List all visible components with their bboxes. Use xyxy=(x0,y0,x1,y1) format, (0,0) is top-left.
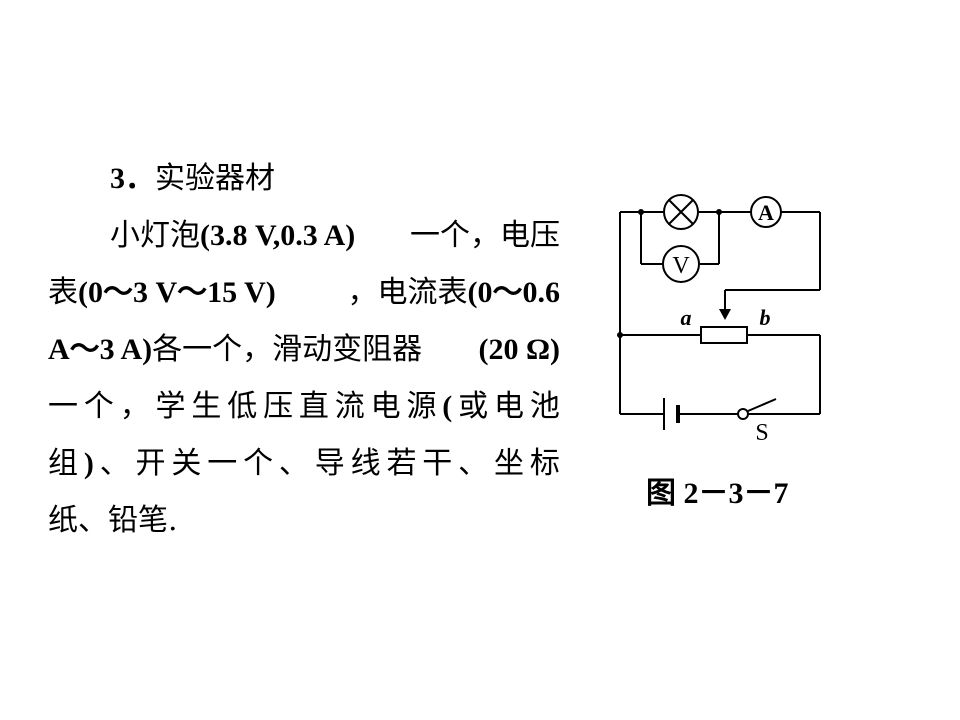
text-char: 压 xyxy=(263,389,294,424)
text-char: 学 xyxy=(155,389,186,424)
junction-dot xyxy=(716,209,722,215)
text-char: 、 xyxy=(99,446,130,481)
text-char: 组 xyxy=(48,446,78,481)
section-number: 3． xyxy=(110,162,155,195)
text-bulb: 小灯泡 xyxy=(110,218,200,253)
text-char: 线 xyxy=(350,446,381,481)
text-char: 池 xyxy=(529,389,560,424)
text-char: 源 xyxy=(406,389,437,424)
switch-contact xyxy=(737,408,749,420)
text-char: ( xyxy=(442,390,453,423)
text-char: 标 xyxy=(529,446,560,481)
circuit-diagram: A V a b S xyxy=(617,194,821,446)
text-char: ) xyxy=(83,447,94,480)
junction-dot xyxy=(617,332,623,338)
lamp-icon xyxy=(663,194,699,230)
rheostat-icon xyxy=(700,326,748,344)
text-char: 、 xyxy=(278,446,309,481)
text-char: 、 xyxy=(458,446,489,481)
text-char: 流 xyxy=(334,389,365,424)
paragraph-line-6: 纸、铅笔. xyxy=(48,503,178,538)
rheostat-end-b: b xyxy=(760,305,771,330)
text-char: 干 xyxy=(422,446,453,481)
figure-caption: 图 2－3－7 xyxy=(646,468,789,512)
text-char: 坐 xyxy=(493,446,524,481)
text-char: 一 xyxy=(48,389,78,424)
voltmeter-label: V xyxy=(672,253,690,279)
text-char: 关 xyxy=(171,446,202,481)
text-char: 直 xyxy=(298,389,329,424)
paragraph-line-1: 小灯泡(3.8 V,0.3 A) 一个，电压 xyxy=(48,207,560,264)
materials-text: 3．实验器材 小灯泡(3.8 V,0.3 A) 一个，电压 表(0～3 V～15… xyxy=(48,150,560,549)
ammeter-label: A xyxy=(758,200,774,225)
text-char: 生 xyxy=(191,389,222,424)
text-char: 导 xyxy=(314,446,345,481)
text-char: 电 xyxy=(493,389,524,424)
section-title: 实验器材 xyxy=(155,161,275,196)
text-char: 若 xyxy=(386,446,417,481)
ammeter-range-start: (0～0.6 xyxy=(467,276,561,309)
text-char: ， xyxy=(119,389,150,424)
text-char: 低 xyxy=(227,389,258,424)
paragraph-line-5: 组)、开关一个、导线若干、坐标 xyxy=(48,435,560,492)
text-one-voltage: 一个，电压 xyxy=(410,218,560,253)
ammeter-icon xyxy=(750,196,782,228)
slider-arrow-icon xyxy=(719,309,731,320)
text-char: 个 xyxy=(83,389,114,424)
battery-icon xyxy=(663,398,680,430)
rheostat-end-a: a xyxy=(681,305,692,330)
text-char: 个 xyxy=(243,446,274,481)
junction-dot xyxy=(638,209,644,215)
text-rheostat: 各一个，滑动变阻器 xyxy=(152,332,423,367)
text-ammeter: ，电流表 xyxy=(347,275,468,310)
text-meter: 表 xyxy=(48,275,78,310)
section-heading: 3．实验器材 xyxy=(48,150,560,207)
voltmeter-icon xyxy=(662,245,700,283)
figure-caption-text: 图 2－3－7 xyxy=(646,477,789,510)
rheostat-spec: (20 Ω) xyxy=(478,333,560,366)
voltmeter-range: (0～3 V～15 V) xyxy=(78,276,276,309)
paragraph-line-4: 一个，学生低压直流电源(或电池 xyxy=(48,378,560,435)
text-char: 或 xyxy=(458,389,489,424)
switch-label: S xyxy=(755,420,768,446)
text-char: 一 xyxy=(207,446,238,481)
ammeter-range-end: A～3 A) xyxy=(48,333,153,366)
switch-blade xyxy=(747,398,777,412)
paragraph-line-2: 表(0～3 V～15 V) ，电流表(0～0.6 xyxy=(48,264,560,321)
paragraph-line-3: A～3 A)各一个，滑动变阻器 (20 Ω) xyxy=(48,321,560,378)
bulb-spec: (3.8 V,0.3 A) xyxy=(200,219,356,252)
text-char: 开 xyxy=(135,446,166,481)
text-char: 电 xyxy=(370,389,401,424)
